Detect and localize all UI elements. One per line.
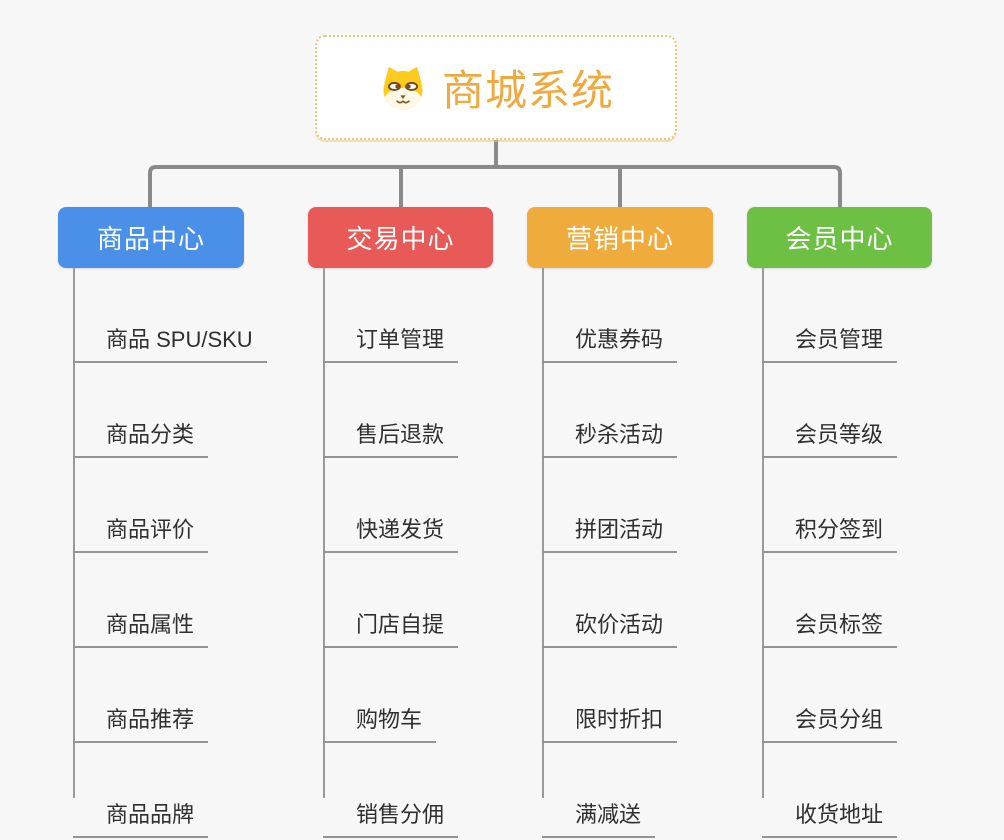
root-node-mall-system[interactable]: 商城系统 xyxy=(315,35,677,140)
branch-children-trade-center: 订单管理 售后退款 快递发货 门店自提 购物车 销售分佣 xyxy=(323,268,459,838)
leaf-node[interactable]: 会员分组 xyxy=(762,648,898,743)
branch-node-trade-center[interactable]: 交易中心 xyxy=(308,207,493,268)
leaf-node[interactable]: 售后退款 xyxy=(323,363,459,458)
leaf-node[interactable]: 订单管理 xyxy=(323,268,459,363)
leaf-node[interactable]: 拼团活动 xyxy=(542,458,678,553)
leaf-node[interactable]: 会员管理 xyxy=(762,268,898,363)
leaf-node[interactable]: 会员标签 xyxy=(762,553,898,648)
leaf-node[interactable]: 门店自提 xyxy=(323,553,459,648)
leaf-node[interactable]: 商品推荐 xyxy=(73,648,209,743)
leaf-node[interactable]: 满减送 xyxy=(542,743,656,838)
leaf-node[interactable]: 限时折扣 xyxy=(542,648,678,743)
leaf-node[interactable]: 会员等级 xyxy=(762,363,898,458)
leaf-node[interactable]: 商品 SPU/SKU xyxy=(73,268,267,363)
leaf-node[interactable]: 优惠券码 xyxy=(542,268,678,363)
leaf-node[interactable]: 商品品牌 xyxy=(73,743,209,838)
leaf-node[interactable]: 收货地址 xyxy=(762,743,898,838)
branch-vertical-line xyxy=(762,268,764,798)
shiba-dog-icon xyxy=(378,65,428,111)
branch-label: 营销中心 xyxy=(565,224,674,254)
branch-vertical-line xyxy=(542,268,544,798)
branch-node-product-center[interactable]: 商品中心 xyxy=(58,207,244,268)
branch-node-marketing-center[interactable]: 营销中心 xyxy=(527,207,713,268)
branch-vertical-line xyxy=(323,268,325,798)
leaf-node[interactable]: 快递发货 xyxy=(323,458,459,553)
leaf-node[interactable]: 商品分类 xyxy=(73,363,209,458)
branch-children-member-center: 会员管理 会员等级 积分签到 会员标签 会员分组 收货地址 xyxy=(762,268,898,838)
root-title: 商城系统 xyxy=(441,67,614,114)
branch-children-product-center: 商品 SPU/SKU 商品分类 商品评价 商品属性 商品推荐 商品品牌 xyxy=(73,268,267,838)
leaf-node[interactable]: 销售分佣 xyxy=(323,743,459,838)
leaf-node[interactable]: 积分签到 xyxy=(762,458,898,553)
leaf-node[interactable]: 商品属性 xyxy=(73,553,209,648)
branch-vertical-line xyxy=(73,268,75,798)
branch-label: 商品中心 xyxy=(96,224,205,254)
leaf-node[interactable]: 商品评价 xyxy=(73,458,209,553)
leaf-node[interactable]: 购物车 xyxy=(323,648,437,743)
branch-children-marketing-center: 优惠券码 秒杀活动 拼团活动 砍价活动 限时折扣 满减送 xyxy=(542,268,678,838)
leaf-node[interactable]: 秒杀活动 xyxy=(542,363,678,458)
branch-label: 会员中心 xyxy=(785,224,894,254)
branch-node-member-center[interactable]: 会员中心 xyxy=(747,207,932,268)
branch-label: 交易中心 xyxy=(346,224,455,254)
leaf-node[interactable]: 砍价活动 xyxy=(542,553,678,648)
